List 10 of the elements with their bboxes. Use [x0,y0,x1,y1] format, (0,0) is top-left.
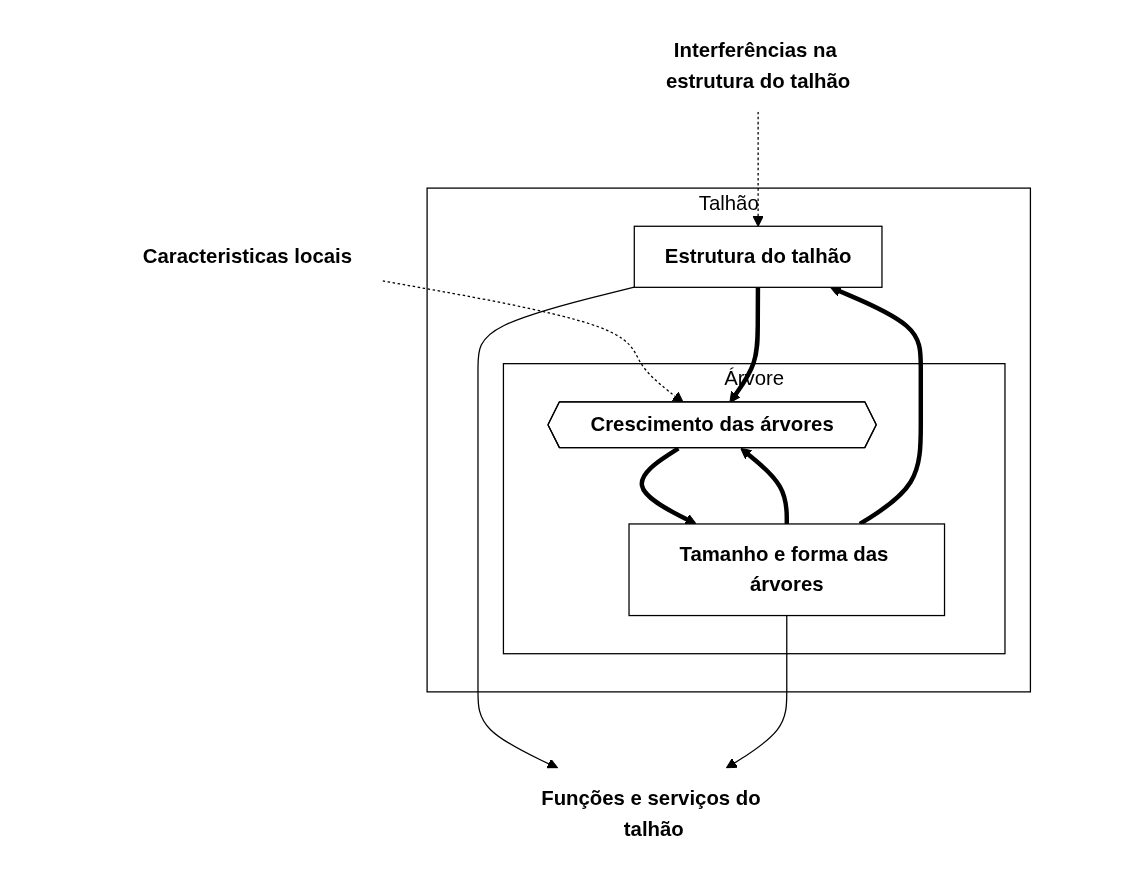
node-box: Estrutura do talhão [633,225,883,288]
node-box: Tamanho e forma das árvores [628,522,945,616]
arrow [739,447,789,524]
node-text: Funções e serviços do talhão [540,786,761,839]
arrow [752,110,764,227]
arrow [725,614,788,769]
arrow [477,286,635,769]
node-text: Interferências na estrutura do talhão [665,38,850,91]
arrow [381,279,684,403]
node-text: Caracteristicas locais [142,244,352,267]
